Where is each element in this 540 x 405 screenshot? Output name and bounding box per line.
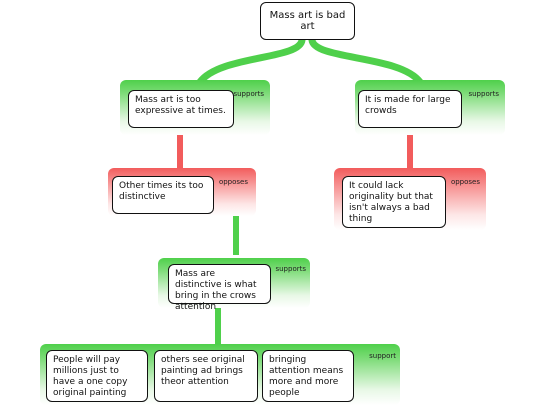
node-text: Mass art is too expressive at times. — [135, 95, 226, 116]
node-text: It is made for large crowds — [365, 95, 451, 116]
supports-label: supports — [275, 265, 306, 273]
connector-root-left — [196, 36, 306, 86]
node-too-distinctive[interactable]: Other times its too distinctive — [112, 176, 214, 214]
root-text: Mass art is bad art — [269, 10, 346, 32]
node-pay-millions[interactable]: People will pay millions just to have a … — [46, 350, 148, 402]
node-text: People will pay millions just to have a … — [53, 355, 128, 398]
node-others-see[interactable]: others see original painting ad brings t… — [154, 350, 258, 402]
node-large-crowds[interactable]: It is made for large crowds — [358, 90, 462, 128]
opposes-label: opposes — [450, 178, 480, 186]
node-bringing-attention[interactable]: bringing attention means more and more p… — [262, 350, 354, 402]
node-text: It could lack originality but that isn't… — [349, 181, 433, 224]
node-text: Other times its too distinctive — [119, 181, 204, 202]
node-distinctive-attention[interactable]: Mass are distinctive is what bring in th… — [168, 264, 271, 312]
connector-root-right — [308, 36, 424, 86]
supports-label: supports — [233, 90, 264, 98]
supports-label: supports — [468, 90, 499, 98]
node-lack-originality[interactable]: It could lack originality but that isn't… — [342, 176, 446, 228]
root-node[interactable]: Mass art is bad art — [260, 2, 355, 40]
node-text: Mass are distinctive is what bring in th… — [175, 269, 257, 312]
node-text: bringing attention means more and more p… — [269, 355, 344, 398]
node-too-expressive[interactable]: Mass art is too expressive at times. — [128, 90, 234, 128]
opposes-label: opposes — [218, 178, 248, 186]
support-label: support — [369, 352, 396, 360]
node-text: others see original painting ad brings t… — [161, 355, 245, 387]
